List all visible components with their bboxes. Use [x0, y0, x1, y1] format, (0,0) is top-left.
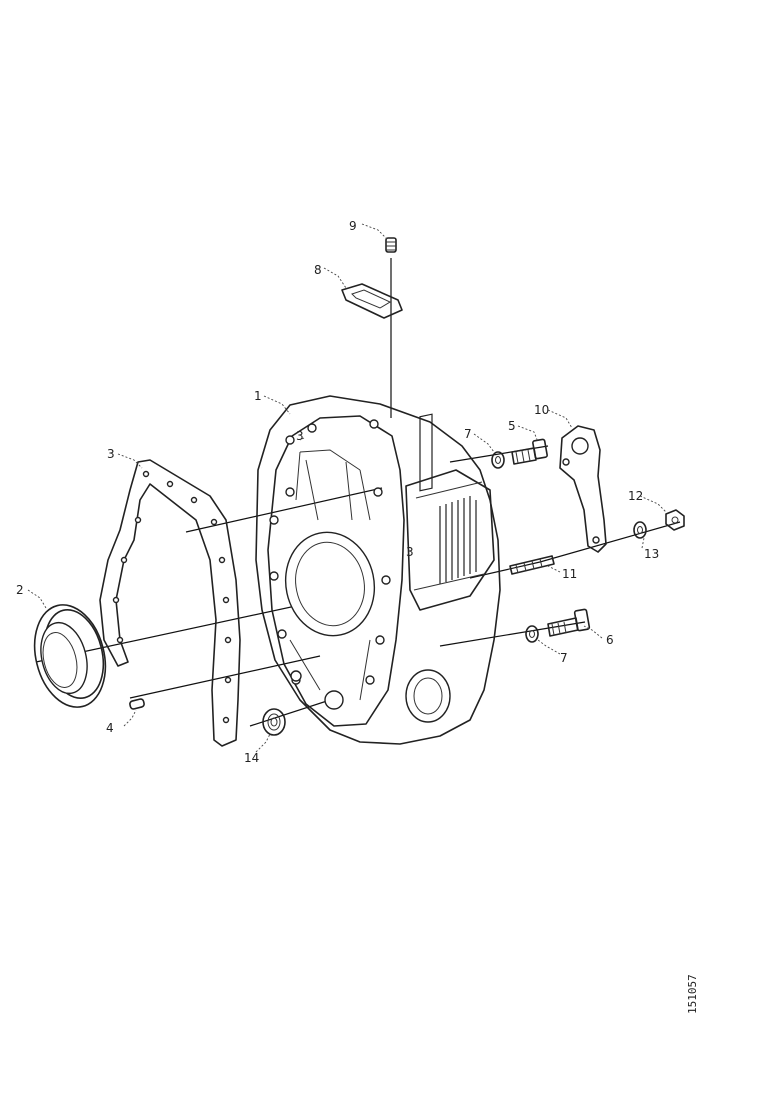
flange-bolt-holes — [269, 419, 391, 685]
axis-nut-12 — [539, 521, 681, 563]
callout-12: 12 — [628, 489, 643, 503]
part-9-screw — [385, 237, 397, 253]
callout-1: 1 — [254, 389, 262, 403]
callout-8: 8 — [314, 263, 322, 277]
part-2-seal-ring — [33, 604, 107, 708]
callout-5: 5 — [508, 419, 516, 433]
axis-lower-dowel — [129, 655, 321, 699]
callout-14: 14 — [244, 751, 259, 765]
part-5-bolt — [511, 438, 548, 465]
part-6-bolt — [547, 608, 591, 637]
part-8-cover-plate — [341, 283, 403, 319]
part-4-dowel-pin — [129, 698, 145, 710]
side-vents — [413, 413, 485, 591]
callout-2: 2 — [16, 583, 24, 597]
axis-stud-11 — [469, 561, 541, 579]
drawing-reference-number: 151057 — [686, 974, 699, 1014]
part-7-washer-upper — [491, 451, 505, 469]
gasket-holes — [112, 470, 232, 724]
part-14-plug — [262, 708, 286, 736]
part-10-bracket — [559, 425, 607, 553]
part-3-gasket — [99, 459, 241, 747]
part-1-flywheel-housing — [255, 395, 501, 745]
part-11-stud — [509, 555, 555, 575]
callout-11: 11 — [562, 567, 577, 581]
callout-3-housing: 3 — [296, 429, 304, 443]
part-13-washer — [633, 521, 647, 539]
part-7-washer-lower — [525, 625, 539, 643]
callout-7-upper: 7 — [464, 427, 472, 441]
assembly-axes — [35, 258, 681, 727]
callout-7-lower: 7 — [560, 651, 568, 665]
callout-3-side: 3 — [406, 545, 414, 559]
callout-3-left: 3 — [107, 447, 115, 461]
callout-10: 10 — [534, 403, 549, 417]
leader-lines — [27, 223, 667, 753]
callout-13: 13 — [644, 547, 659, 561]
axis-bolt-6 — [439, 621, 586, 647]
callouts: 9 8 1 3 3 3 2 7 5 10 12 13 11 6 7 4 14 — [16, 219, 659, 765]
part-12-nut — [665, 509, 685, 531]
axis-upper-bolt — [185, 487, 383, 533]
callout-6: 6 — [606, 633, 614, 647]
callout-4: 4 — [106, 721, 114, 735]
callout-9: 9 — [349, 219, 357, 233]
